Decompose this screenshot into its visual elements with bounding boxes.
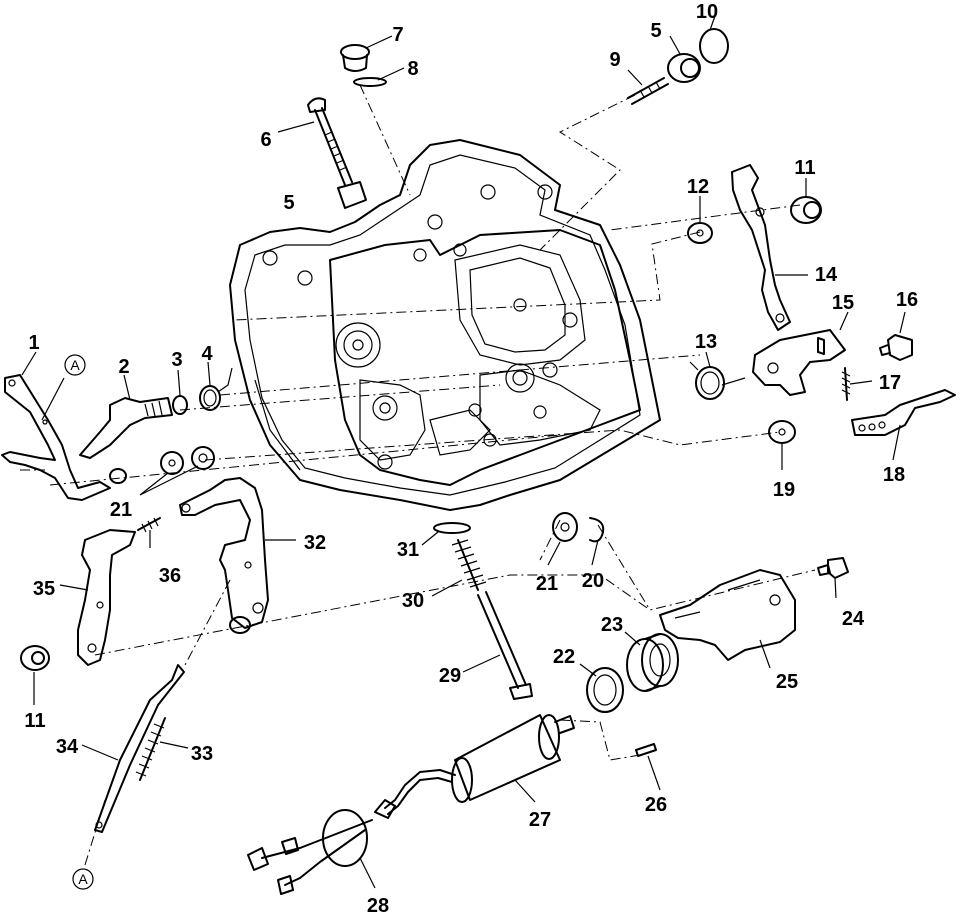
callout-34: 34 [56, 736, 79, 758]
reference-a-bottom-text: A [78, 871, 88, 887]
leader-lines [21, 15, 906, 889]
callout-14: 14 [815, 264, 838, 286]
ring-3 [172, 395, 188, 415]
bolt-16 [879, 334, 913, 361]
lever-32 [179, 477, 269, 634]
crankcase-housing [229, 139, 661, 511]
clip-20 [589, 517, 605, 543]
washers-21-left [160, 446, 215, 475]
callout-6: 6 [260, 129, 271, 151]
o-ring-8 [353, 77, 387, 87]
nut-11-left [20, 645, 50, 671]
callout-26: 26 [645, 794, 667, 816]
assembly-lines [20, 84, 816, 866]
shaft-2 [79, 397, 173, 484]
plug-7 [340, 44, 370, 72]
callout-4: 4 [201, 343, 213, 365]
spring-17 [841, 367, 851, 401]
spring-33 [135, 717, 166, 781]
bolt-6 [307, 97, 367, 209]
spring-4 [199, 367, 233, 411]
callout-27: 27 [529, 809, 551, 831]
callout-31: 31 [397, 539, 419, 561]
callout-11-top: 11 [794, 157, 815, 179]
callout-33: 33 [191, 743, 213, 765]
callout-28: 28 [367, 895, 389, 914]
callout-5-top: 5 [650, 20, 661, 42]
lever-35 [77, 529, 136, 666]
callout-21-left: 21 [110, 499, 132, 521]
callout-3: 3 [171, 349, 182, 371]
spring-36 [137, 517, 161, 533]
washer-12 [687, 222, 713, 244]
washer-10 [699, 28, 729, 64]
lever-14 [731, 164, 791, 331]
callout-8: 8 [407, 58, 418, 80]
callout-22: 22 [553, 646, 575, 668]
spring-13 [689, 361, 746, 400]
callout-13: 13 [695, 331, 717, 353]
callout-7: 7 [392, 24, 403, 46]
washer-21-center [552, 512, 578, 542]
callout-2: 2 [118, 356, 129, 378]
lever-18 [851, 389, 956, 436]
callout-25: 25 [776, 671, 798, 693]
bushing-23 [626, 633, 679, 692]
pin-26 [635, 743, 657, 757]
lever-15 [752, 329, 846, 396]
shift-lever-1 [1, 374, 111, 501]
callout-16: 16 [896, 289, 918, 311]
washer-19 [768, 420, 796, 444]
callout-32: 32 [304, 532, 326, 554]
callout-23: 23 [601, 614, 623, 636]
stud-9 [627, 77, 669, 105]
callout-21-center: 21 [536, 573, 558, 595]
bracket-25 [659, 569, 796, 661]
callout-11-left: 11 [24, 710, 45, 732]
callout-15: 15 [832, 292, 854, 314]
bolt-29 [477, 591, 533, 700]
callout-24: 24 [842, 608, 865, 630]
seal-22 [586, 667, 624, 713]
callout-36: 36 [159, 565, 181, 587]
callout-35: 35 [33, 578, 55, 600]
callout-18: 18 [883, 464, 905, 486]
callout-12: 12 [687, 176, 709, 198]
callout-1: 1 [28, 332, 39, 354]
reference-a-top: A [64, 354, 86, 376]
washer-31 [433, 522, 471, 534]
callout-19: 19 [773, 479, 795, 501]
wire-lead-28 [247, 799, 396, 895]
callout-9: 9 [609, 49, 620, 71]
spring-30 [451, 539, 487, 591]
nut-11-top [790, 196, 822, 224]
callout-5-left: 5 [283, 192, 294, 214]
callout-10: 10 [696, 1, 718, 23]
callout-30: 30 [402, 590, 424, 612]
solenoid-27 [384, 714, 575, 815]
callout-labels: 1 2 3 4 5 5 6 7 8 9 10 11 11 12 13 14 15… [24, 1, 918, 914]
callout-20: 20 [582, 570, 604, 592]
nut-5 [667, 53, 701, 83]
screw-24 [817, 557, 849, 579]
rod-34 [94, 664, 185, 833]
callout-17: 17 [879, 372, 901, 394]
reference-a-top-text: A [70, 357, 80, 373]
reference-a-bottom: A [72, 868, 94, 890]
callout-29: 29 [439, 665, 461, 687]
